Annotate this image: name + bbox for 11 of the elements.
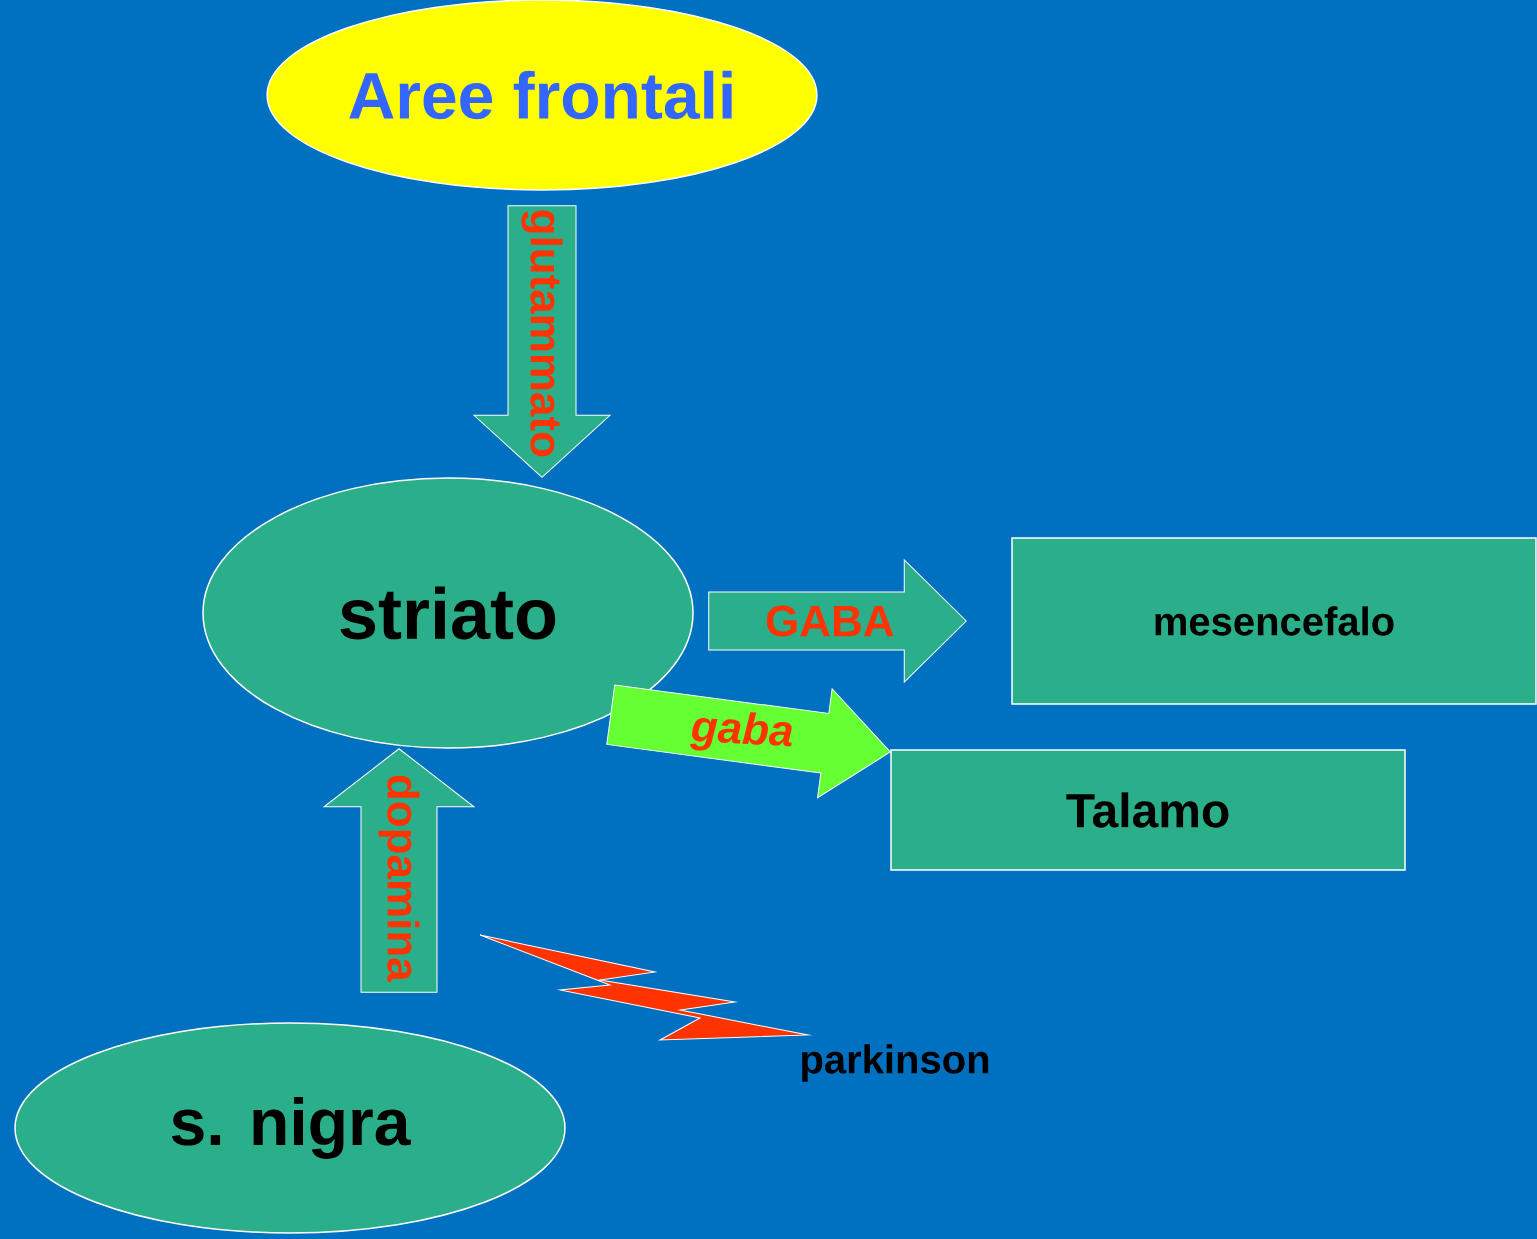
block-arrow [708, 559, 967, 683]
edge-label: GABA [766, 605, 894, 637]
block-arrow [606, 684, 891, 799]
block-arrow [473, 205, 611, 478]
edge-label: glutammato [521, 210, 563, 457]
box-node: Talamo [890, 749, 1406, 871]
text-label: parkinson [802, 1044, 989, 1082]
edge-label: dopamina [378, 775, 420, 982]
box-node: mesencefalo [1011, 537, 1537, 705]
block-arrow [323, 748, 475, 993]
ellipse-node: s. nigra [14, 1022, 566, 1234]
